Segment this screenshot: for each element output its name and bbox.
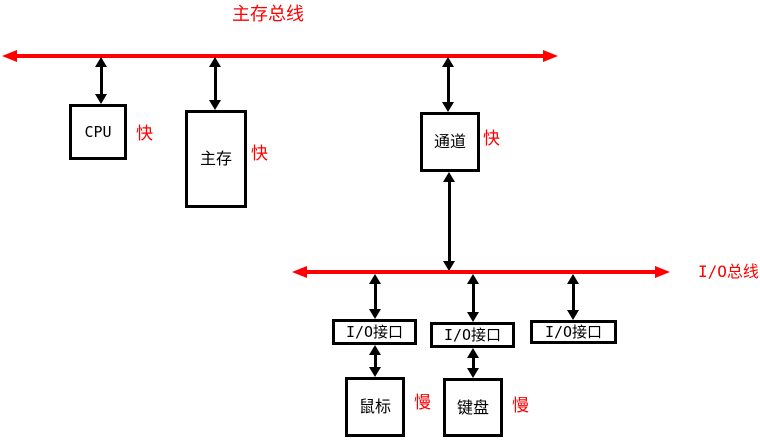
node-io-interface-label: I/O接口 [544, 322, 603, 341]
cpu-speed-label: 快 [136, 124, 153, 144]
node-io-interface-2: I/O接口 [430, 322, 515, 348]
arrow-down-icon [567, 310, 579, 320]
node-io-interface-3: I/O接口 [530, 320, 617, 344]
arrow-io-bus-to-interface-1 [369, 274, 382, 319]
mouse-speed-label: 慢 [414, 393, 431, 413]
arrow-down-icon [442, 102, 454, 112]
main-memory-bus-line [2, 50, 558, 63]
arrow-down-icon [369, 309, 381, 319]
arrow-up-icon [442, 57, 454, 67]
bus-line [14, 54, 546, 58]
node-io-interface-label: I/O接口 [345, 322, 404, 341]
io-bus-line [292, 266, 670, 279]
channel-speed-label: 快 [483, 129, 500, 149]
node-cpu: CPU [69, 104, 127, 160]
arrow-interface-2-to-keyboard [467, 348, 480, 378]
arrow-down-icon [467, 312, 479, 322]
arrow-io-bus-to-interface-3 [567, 274, 580, 320]
node-keyboard-label: 键盘 [456, 397, 489, 417]
bus-right-arrowhead-icon [543, 50, 558, 62]
bus-left-arrowhead-icon [292, 266, 307, 278]
arrow-memory-to-main-bus [209, 57, 222, 110]
arrow-cpu-to-main-bus [95, 57, 108, 104]
bus-left-arrowhead-icon [2, 50, 17, 62]
node-channel: 通道 [420, 112, 480, 172]
main-memory-speed-label: 快 [251, 144, 268, 164]
arrow-down-icon [95, 94, 107, 104]
arrow-up-icon [443, 172, 455, 182]
io-bus-label: I/O总线 [698, 262, 759, 281]
arrow-down-icon [369, 367, 381, 377]
arrow-up-icon [467, 274, 479, 284]
node-keyboard: 键盘 [443, 378, 503, 437]
node-cpu-label: CPU [84, 122, 112, 141]
node-main-memory: 主存 [185, 110, 247, 208]
arrow-down-icon [443, 261, 455, 271]
arrow-up-icon [467, 348, 479, 358]
arrow-down-icon [209, 100, 221, 110]
main-memory-bus-label: 主存总线 [232, 4, 304, 25]
arrow-interface-1-to-mouse [369, 345, 382, 377]
arrow-io-bus-to-interface-2 [467, 274, 480, 322]
node-mouse: 鼠标 [345, 377, 405, 437]
bus-line [304, 270, 658, 274]
bus-right-arrowhead-icon [655, 266, 670, 278]
arrow-channel-to-io-bus [443, 172, 456, 271]
node-io-interface-1: I/O接口 [332, 319, 417, 345]
arrow-channel-to-main-bus [442, 57, 455, 112]
arrow-up-icon [369, 345, 381, 355]
arrow-up-icon [95, 57, 107, 67]
arrow-down-icon [467, 368, 479, 378]
arrow-up-icon [209, 57, 221, 67]
node-mouse-label: 鼠标 [358, 397, 391, 416]
arrow-up-icon [369, 274, 381, 284]
node-main-memory-label: 主存 [199, 149, 232, 168]
node-channel-label: 通道 [433, 132, 466, 151]
keyboard-speed-label: 慢 [512, 396, 529, 416]
node-io-interface-label: I/O接口 [443, 325, 502, 344]
arrow-up-icon [567, 274, 579, 284]
